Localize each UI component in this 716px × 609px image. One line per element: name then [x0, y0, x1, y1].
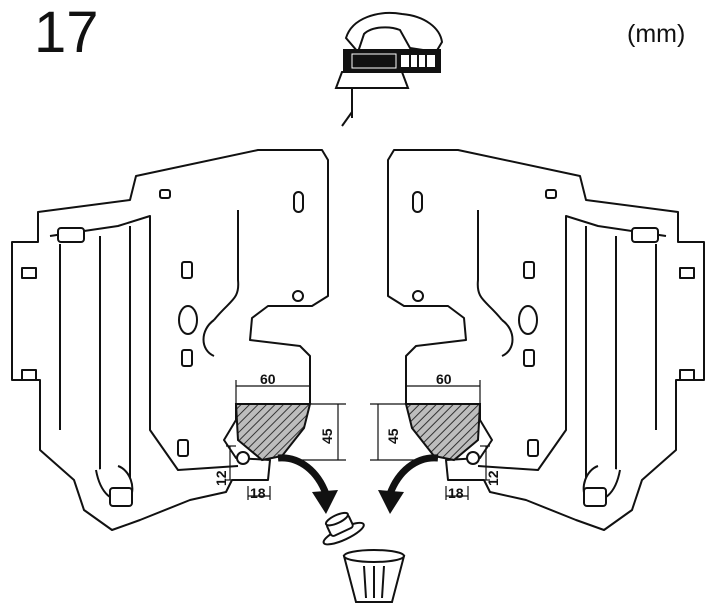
right-dim-offset-side: 12: [485, 470, 501, 486]
right-cutout-piece: [404, 403, 482, 462]
curved-arrow-icon: [277, 454, 330, 496]
right-housing-part: [387, 149, 705, 531]
curved-arrow-head-left: [312, 490, 338, 514]
left-dim-offset-side: 12: [213, 470, 229, 486]
left-dim-width-top: 60: [260, 371, 276, 387]
left-cutout-piece: [234, 403, 312, 462]
left-dim-offset-bottom: 18: [250, 485, 266, 501]
curved-arrow-head-right: [378, 490, 404, 514]
right-dim-height: 45: [385, 428, 401, 444]
jigsaw-icon: [334, 12, 444, 127]
step-number: 17: [34, 0, 99, 65]
left-dim-height: 45: [319, 428, 335, 444]
unit-label: (mm): [627, 20, 686, 48]
right-dimension-lines: [370, 380, 490, 500]
left-housing-part: [11, 149, 329, 531]
trash-can-icon: [322, 511, 406, 603]
right-dim-offset-bottom: 18: [448, 485, 464, 501]
right-dim-width-top: 60: [436, 371, 452, 387]
curved-arrow-icon-right: [386, 454, 439, 496]
left-dimension-lines: [226, 380, 346, 500]
